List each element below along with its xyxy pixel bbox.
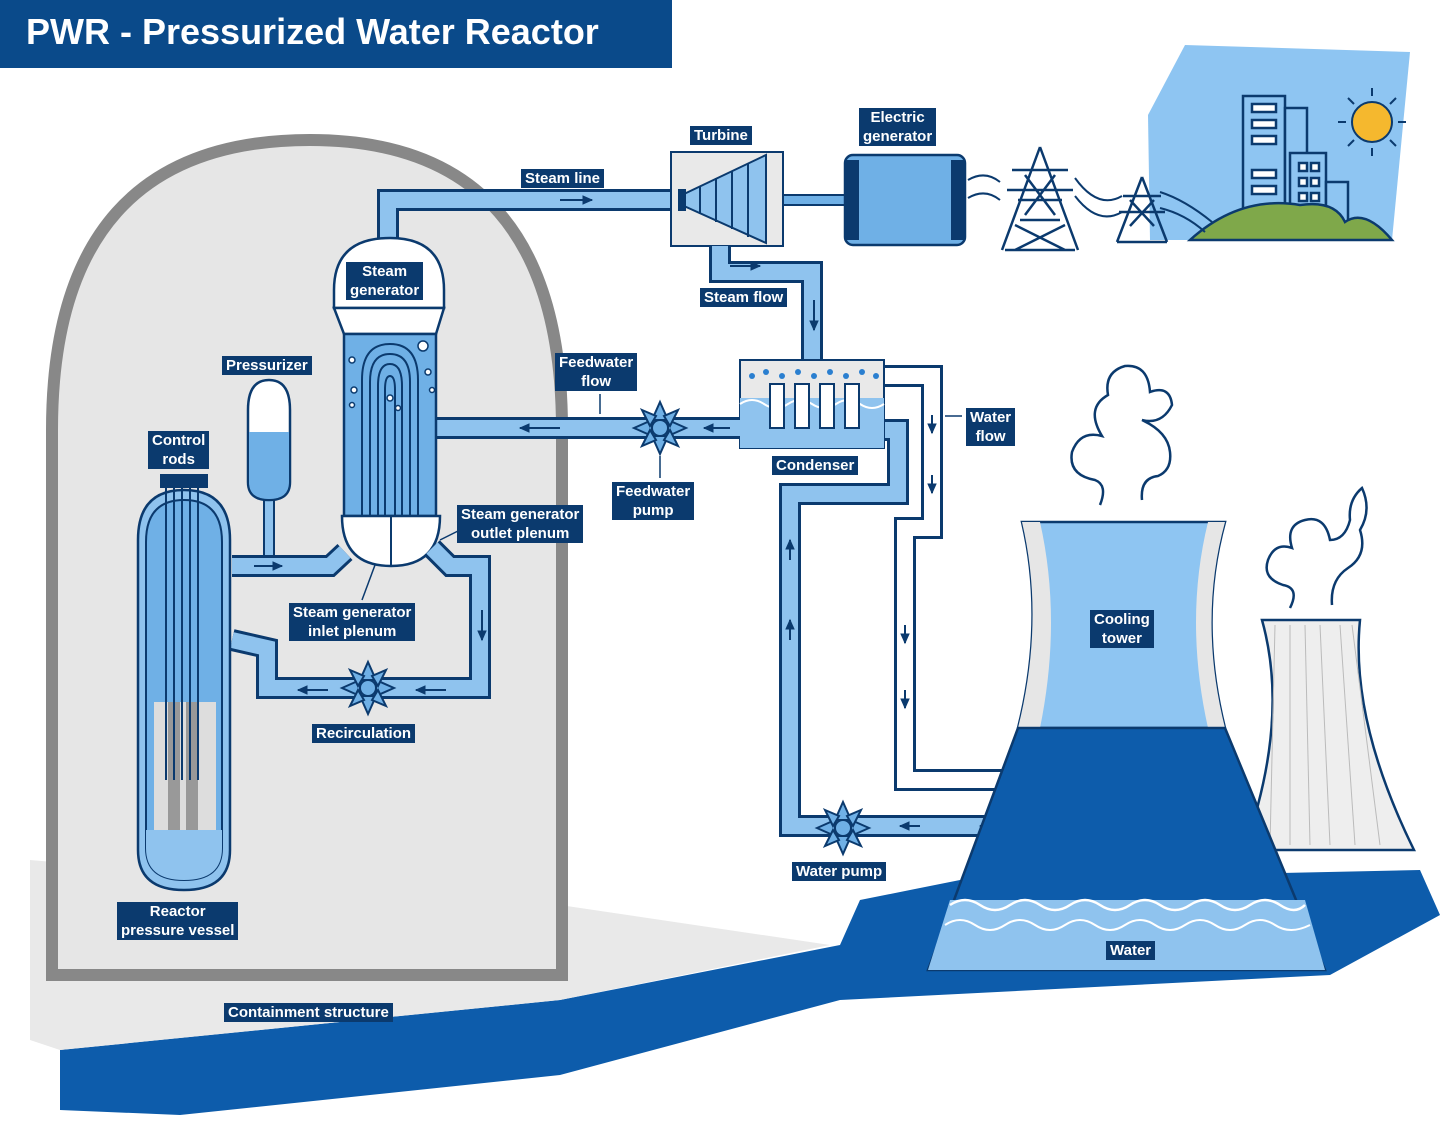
label-pressurizer: Pressurizer bbox=[222, 356, 312, 375]
label-turbine: Turbine bbox=[690, 126, 752, 145]
cooling-tower bbox=[926, 520, 1327, 972]
steam-generator bbox=[332, 236, 446, 568]
label-water: Water bbox=[1106, 941, 1156, 960]
label-feedwater-flow: Feedwater flow bbox=[555, 353, 638, 391]
pump-icon bbox=[631, 399, 689, 457]
steam-line-pipe bbox=[377, 189, 680, 240]
reactor-vessel bbox=[136, 474, 232, 892]
condenser-unit bbox=[739, 359, 885, 449]
label-condenser: Condenser bbox=[772, 456, 859, 475]
label-steam-generator: Steam generator bbox=[346, 262, 424, 300]
hills bbox=[1186, 201, 1395, 242]
label-recirculation: Recirculation bbox=[312, 724, 416, 743]
label-control-rods: Control rods bbox=[148, 431, 210, 469]
label-steam-line: Steam line bbox=[521, 169, 605, 188]
label-cooling-tower: Cooling tower bbox=[1090, 610, 1154, 648]
label-steam-generator-outlet-plenum: Steam generator outlet plenum bbox=[457, 505, 584, 543]
steam-flow-pipe bbox=[709, 246, 823, 362]
page-title: PWR - Pressurized Water Reactor bbox=[26, 11, 599, 52]
steam-plume-small-icon bbox=[1265, 485, 1368, 609]
label-water-flow: Water flow bbox=[966, 408, 1016, 446]
generator-icon bbox=[843, 153, 967, 247]
title-bar: PWR - Pressurized Water Reactor bbox=[0, 0, 672, 68]
transmission-tower-icon bbox=[1000, 146, 1080, 252]
secondary-cooling-tower bbox=[1242, 618, 1417, 852]
recirculation-pump-icon bbox=[339, 659, 397, 717]
label-water-pump: Water pump bbox=[792, 862, 887, 881]
transmission-tower-small-icon bbox=[1115, 176, 1169, 244]
label-steam-flow: Steam flow bbox=[700, 288, 788, 307]
turbine-icon bbox=[670, 151, 784, 247]
turbine-shaft bbox=[782, 194, 848, 206]
label-containment-structure: Containment structure bbox=[224, 1003, 393, 1022]
label-steam-generator-inlet-plenum: Steam generator inlet plenum bbox=[289, 603, 416, 641]
label-electric-generator: Electric generator bbox=[859, 108, 937, 146]
leader-lines bbox=[361, 394, 962, 601]
label-feedwater-pump: Feedwater pump bbox=[612, 482, 695, 520]
primary-arrows bbox=[254, 561, 487, 695]
power-lines bbox=[967, 174, 1213, 233]
steam-plume-icon bbox=[1070, 364, 1174, 506]
sun-icon bbox=[1338, 88, 1406, 156]
water-pump-icon bbox=[814, 799, 872, 857]
pressurizer-vessel bbox=[246, 378, 292, 557]
label-reactor-pressure-vessel: Reactor pressure vessel bbox=[117, 902, 239, 940]
